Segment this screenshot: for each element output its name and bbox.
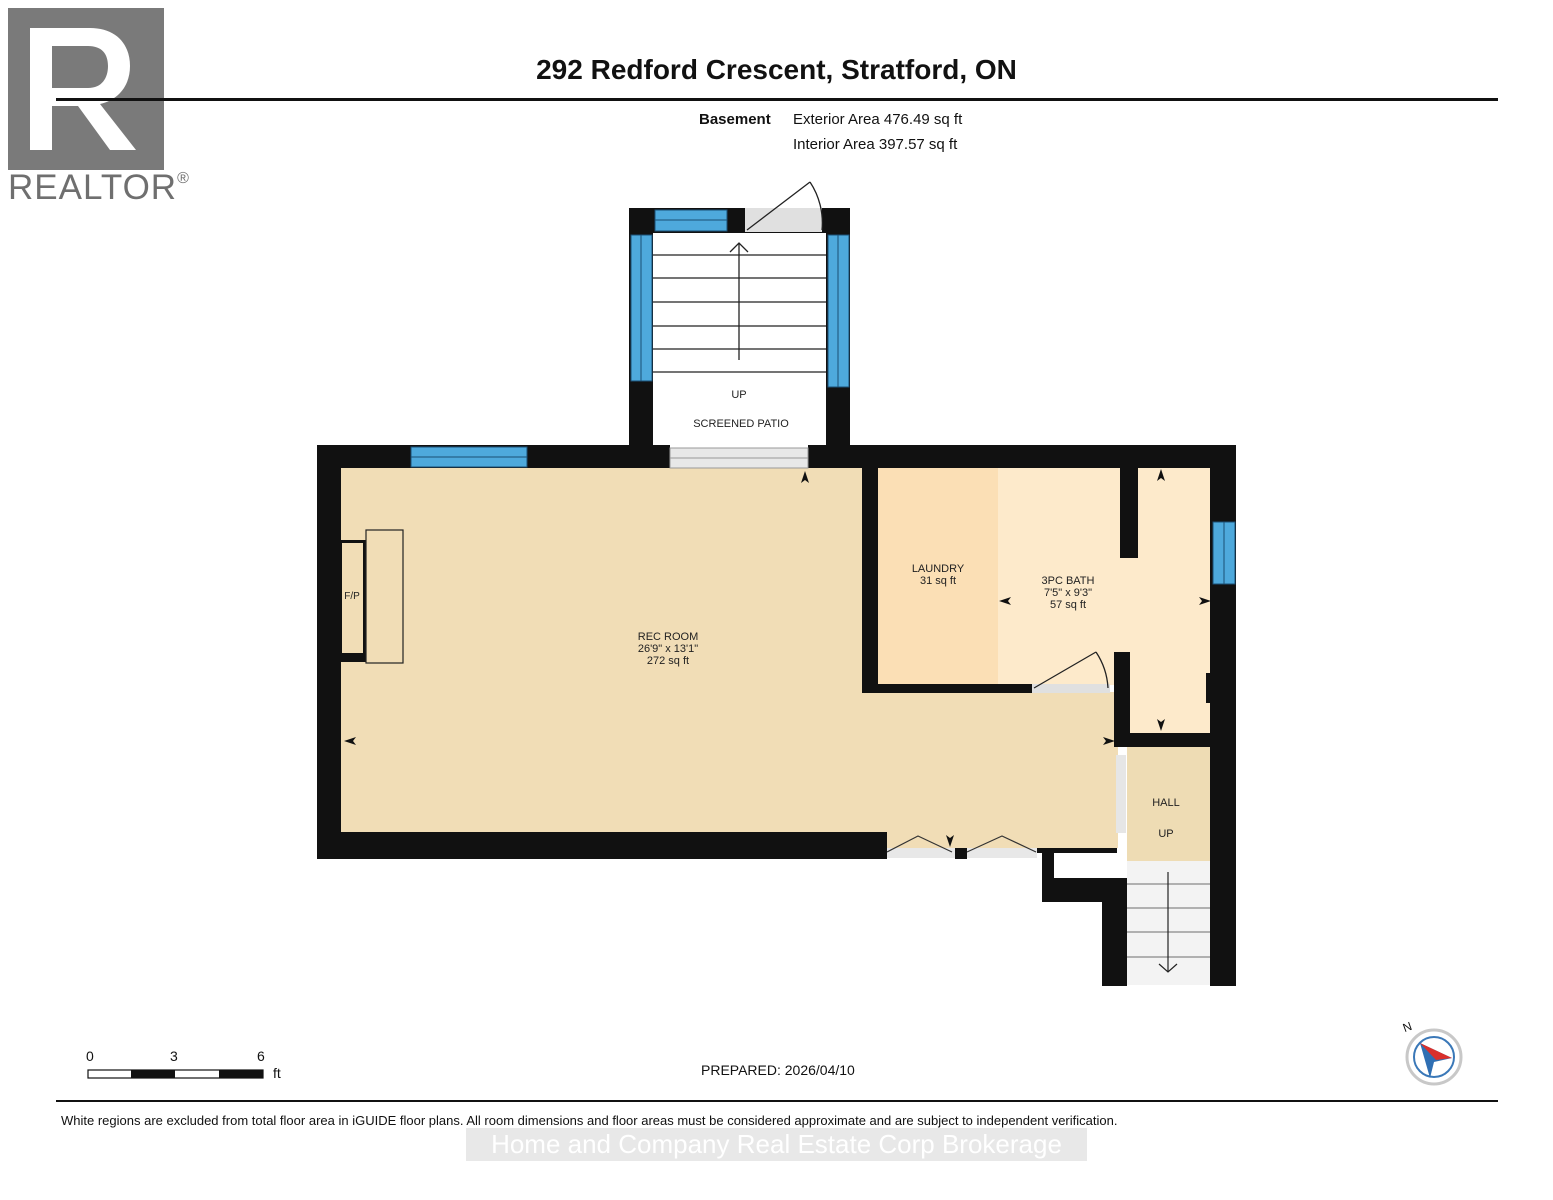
hall-stairs — [1127, 872, 1210, 973]
bath-corridor — [1130, 685, 1213, 735]
fireplace-label: F/P — [344, 591, 360, 602]
fireplace-mantel — [365, 529, 404, 664]
rec-room-area — [340, 468, 862, 832]
window-sash-lines — [411, 219, 1225, 584]
bath-name: 3PC BATH — [1041, 575, 1095, 587]
scale-bar — [87, 1069, 264, 1079]
bath-area-text: 57 sq ft — [1049, 599, 1087, 611]
page-title: 292 Redford Crescent, Stratford, ON — [536, 54, 1017, 85]
floor-name: Basement — [699, 111, 771, 128]
header-divider — [56, 98, 1498, 101]
scale-tick-6: 6 — [257, 1048, 265, 1064]
patio-name: SCREENED PATIO — [693, 418, 789, 430]
doors — [669, 181, 1126, 859]
scale-unit: ft — [273, 1065, 281, 1081]
patio-stairs — [653, 242, 826, 373]
patio-stair-up: UP — [731, 389, 747, 401]
interior-area: Interior Area 397.57 sq ft — [793, 136, 958, 153]
laundry-label: LAUNDRY 31 sq ft — [888, 563, 988, 587]
hall-area — [1127, 747, 1210, 861]
bath-label: 3PC BATH 7'5" x 9'3" 57 sq ft — [1018, 575, 1118, 611]
rec-room-name: REC ROOM — [637, 631, 699, 643]
prepared-date: PREPARED: 2026/04/10 — [701, 1062, 855, 1078]
scale-tick-0: 0 — [86, 1048, 94, 1064]
rec-room-area-text: 272 sq ft — [646, 655, 690, 667]
bath-dims: 7'5" x 9'3" — [1043, 587, 1093, 599]
rec-room-label: REC ROOM 26'9" x 13'1" 272 sq ft — [608, 631, 728, 667]
realtor-logo-text: REALTOR® — [8, 168, 190, 207]
laundry-name: LAUNDRY — [911, 563, 965, 575]
dimension-markers — [344, 469, 1211, 847]
bath-area — [998, 467, 1213, 685]
rec-room-dims: 26'9" x 13'1" — [637, 643, 699, 655]
scale-tick-3: 3 — [170, 1048, 178, 1064]
laundry-area — [878, 467, 998, 685]
hall-name: HALL — [1152, 797, 1180, 809]
realtor-r-logo — [8, 8, 164, 170]
hall-stair-up: UP — [1158, 828, 1174, 840]
disclaimer-text: White regions are excluded from total fl… — [61, 1113, 1118, 1128]
footer-divider — [56, 1100, 1498, 1102]
compass-icon — [1405, 1028, 1463, 1086]
fireplace-hearth — [342, 543, 363, 653]
brokerage-watermark: Home and Company Real Estate Corp Broker… — [466, 1128, 1087, 1161]
rec-room-passage — [862, 692, 1118, 848]
laundry-area-text: 31 sq ft — [919, 575, 957, 587]
exterior-area: Exterior Area 476.49 sq ft — [793, 111, 963, 128]
